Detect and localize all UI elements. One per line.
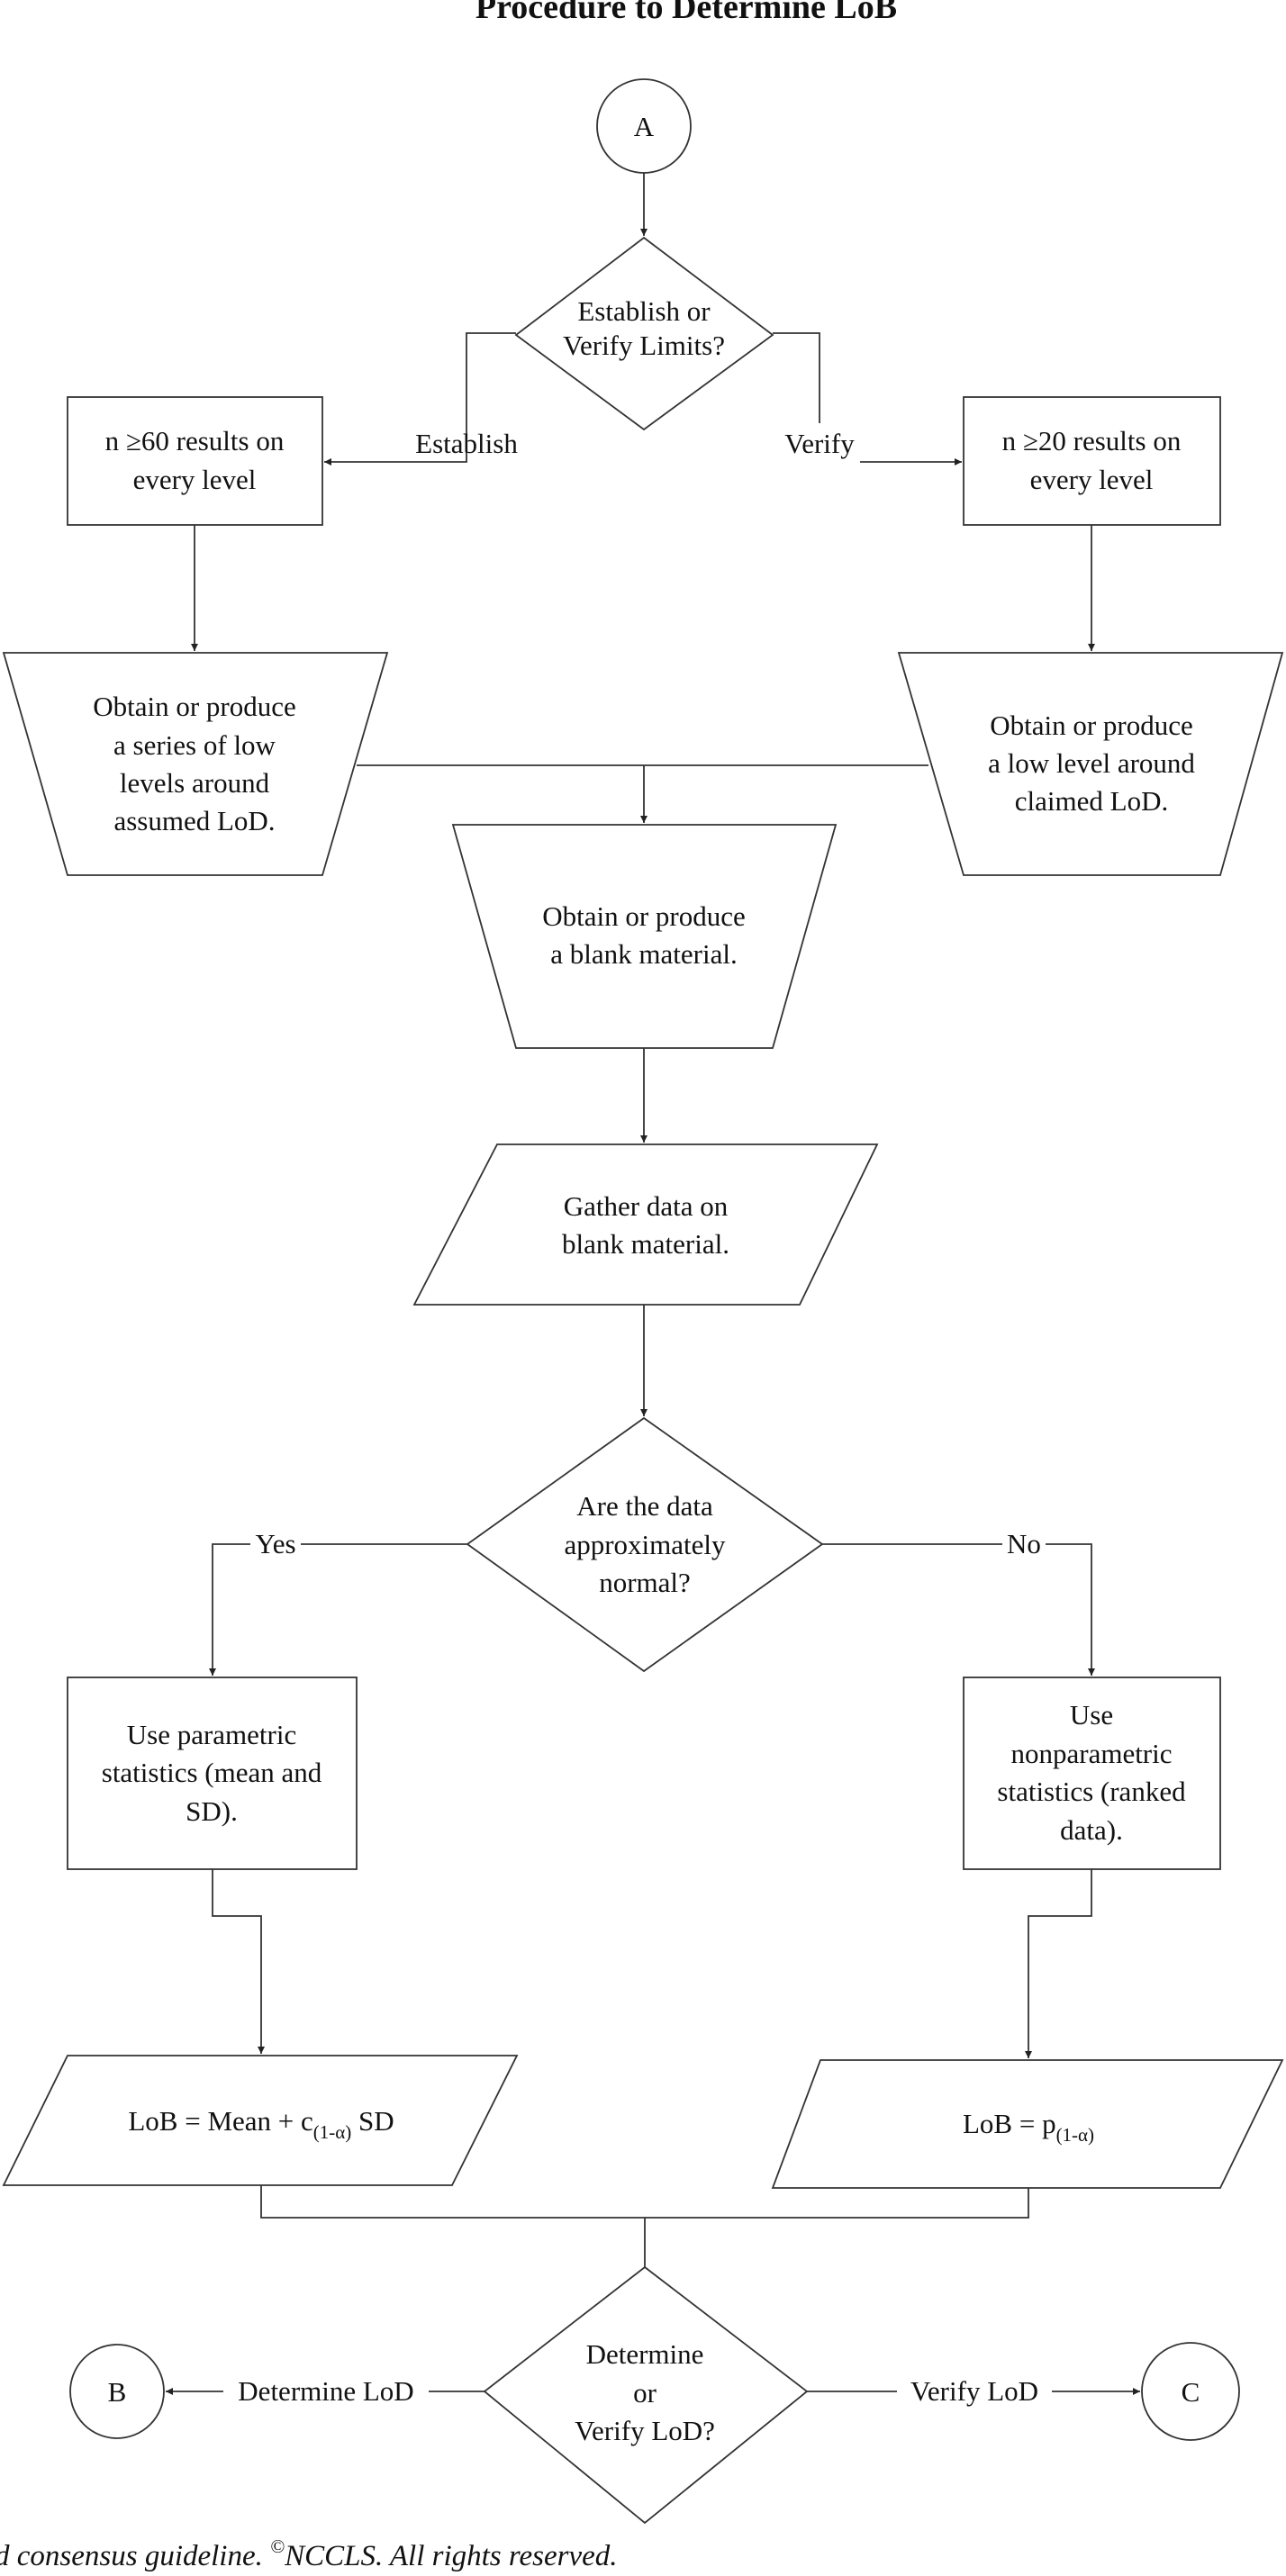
manual-series-line-4: assumed LoD. [113,805,275,836]
process-nonparametric-line-1: Use [1070,1699,1113,1731]
end-connector-c-label: C [1182,2376,1200,2408]
process-nonparametric-line-2: nonparametric [1010,1738,1172,1769]
edge-no-to-nonparametric [1046,1543,1095,1676]
manual-series-of-low-levels [2,652,389,876]
start-connector-label: A [634,111,655,142]
branch-label-yes: Yes [255,1528,295,1559]
manual-blank-line-1: Obtain or produce [542,900,746,932]
data-gather-line-2: blank material. [562,1228,729,1260]
process-parametric-line-3: SD). [186,1795,238,1827]
decision-normal-line-3: normal? [599,1567,691,1598]
manual-low-level-claimed [897,652,1284,876]
decision-normal-line-2: approximately [564,1529,726,1560]
process-n60-line-1: n ≥60 results on [105,425,285,456]
lob-parametric-formula: LoB = Mean + c(1-α) SD [128,2105,394,2143]
edge-establish-line [407,332,516,463]
edge-nonparametric-to-lob [1025,1869,1092,2058]
process-parametric-line-1: Use parametric [127,1719,296,1750]
branch-label-verify-lod: Verify LoD [910,2375,1038,2407]
decision-determine-line-1: Determine [586,2338,704,2370]
branch-label-establish: Establish [415,428,518,459]
process-parametric [67,1677,358,1870]
decision-determine-line-3: Verify LoD? [575,2415,715,2446]
process-nonparametric-line-3: statistics (ranked [997,1776,1186,1807]
data-lob-parametric [2,2055,519,2186]
end-connector-b-label: B [108,2376,127,2408]
manual-blank-material [451,824,838,1049]
decision-normal-line-1: Are the data [576,1490,713,1522]
manual-series-line-2: a series of low [113,729,276,761]
data-lob-nonparametric [771,2059,1284,2189]
end-connector-b [69,2344,165,2439]
decision-determine-line-2: or [633,2377,657,2409]
decision-establish-or-verify-line-1: Establish or [577,295,711,327]
edge-verify-line [773,332,820,423]
manual-series-line-3: levels around [120,767,270,799]
branch-label-verify: Verify [784,428,855,459]
decision-determine-or-verify [483,2265,809,2525]
decision-data-normal [466,1416,824,1673]
data-gather-line-1: Gather data on [564,1190,729,1222]
process-n20-line-2: every level [1030,464,1154,495]
decision-establish-or-verify-line-2: Verify Limits? [563,330,725,361]
footer-copyright: d consensus guideline. ©NCCLS. All right… [0,2535,618,2572]
process-nonparametric-line-4: data). [1060,1814,1123,1846]
edge-lob-merge [260,2185,1029,2219]
process-n20-results [963,396,1221,526]
page-title: Procedure to Determine LoB [475,0,897,26]
manual-low-level-line-1: Obtain or produce [990,710,1193,741]
process-n60-line-2: every level [133,464,257,495]
process-n60-results [67,396,323,526]
manual-low-level-line-2: a low level around [988,747,1195,779]
process-parametric-line-2: statistics (mean and [102,1757,322,1788]
manual-blank-line-2: a blank material. [550,938,737,970]
manual-series-line-1: Obtain or produce [93,691,296,722]
data-gather-blank [412,1143,879,1306]
manual-low-level-line-3: claimed LoD. [1015,785,1168,817]
process-n20-line-1: n ≥20 results on [1002,425,1182,456]
edge-parametric-to-lob [212,1869,265,2054]
lob-nonparametric-formula: LoB = p(1-α) [963,2108,1094,2146]
edge-yes-to-parametric [209,1543,250,1676]
branch-label-determine-lod: Determine LoD [238,2375,413,2407]
decision-establish-or-verify [514,236,774,431]
branch-label-no: No [1007,1528,1041,1559]
end-connector-c [1141,2342,1240,2441]
